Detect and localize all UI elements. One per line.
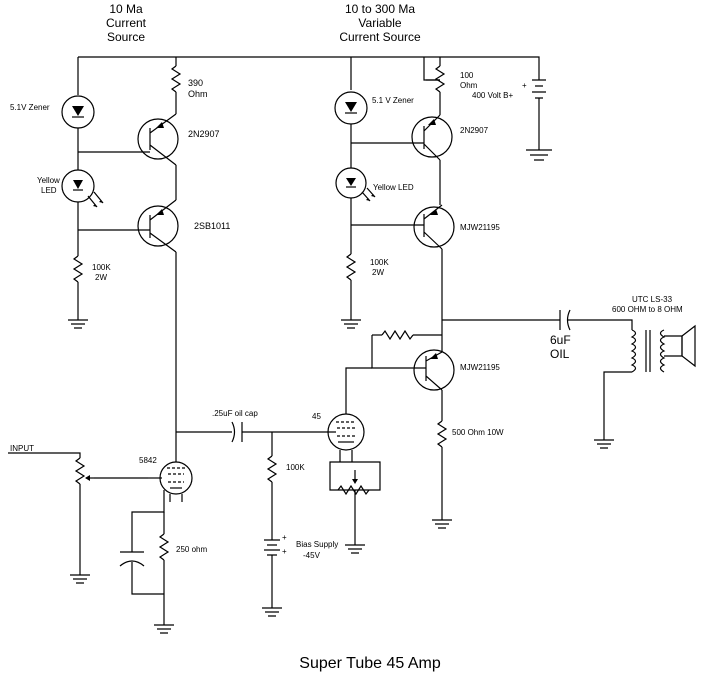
label-bias-plus-2: + [282,547,287,556]
resistor-250-ohm [158,533,170,561]
right-current-source: 100 Ohm 400 Volt B+ 5.1 V Zener 2N2907 Y… [334,57,513,352]
grid-bias-network: 100K + + Bias Supply -45V [262,432,338,617]
label-bplus-plus: + [522,81,527,90]
label-zener-left: 5.1V Zener [10,103,50,112]
b-plus-battery: + [522,79,546,150]
input-section: INPUT [8,444,148,584]
zener-diode-right [334,91,368,125]
label-6uf: 6uF [550,333,571,347]
cathode-bypass-capacitor [119,540,164,595]
header-left-line-3: Source [107,30,145,44]
resistor-390-ohm [170,65,182,93]
label-bias-plus-1: + [282,533,287,542]
coupling-capacitor: .25uF oil cap [176,409,336,443]
label-mjw-upper: MJW21195 [460,223,500,232]
left-current-source: 390 Ohm 5.1V Zener 2N2907 Yellow LED 2SB… [10,57,230,432]
label-100: 100 [460,71,474,80]
label-100k-right: 100K [370,258,389,267]
label-390: 390 [188,78,203,88]
output-capacitor: 6uF OIL [550,309,604,361]
ground-cathode [154,624,174,634]
label-mjw-lower: MJW21195 [460,363,500,372]
bias-battery [264,539,280,556]
label-oil: OIL [550,347,570,361]
header-left: 10 Ma Current Source [106,2,147,44]
header-right-line-3: Current Source [339,30,421,44]
label-led-left: LED [41,186,57,195]
label-yellow-left: Yellow [37,176,60,185]
tube-5842: 5842 [139,432,193,502]
label-input: INPUT [10,444,34,453]
label-250-ohm: 250 ohm [176,545,207,554]
top-rail-wire [78,56,540,80]
cathode-network: 250 ohm [119,490,207,634]
label-zener-right: 5.1 V Zener [372,96,414,105]
led-left [61,169,104,208]
label-390-ohm: Ohm [188,89,208,99]
label-oil-cap: .25uF oil cap [212,409,258,418]
resistor-100k-left [72,255,84,283]
ground-filament [345,544,365,554]
ground-bias [262,607,282,617]
label-100k-left: 100K [92,263,111,272]
header-left-line-1: 10 Ma [109,2,143,16]
label-bias-supply: Bias Supply [296,540,338,549]
label-45: 45 [312,412,321,421]
label-100-ohm: Ohm [460,81,478,90]
label-2w-right: 2W [372,268,384,277]
label-minus-45v: -45V [303,551,321,560]
potentiometer-100-ohm [426,65,446,93]
transistor-mjw21195-upper [413,204,455,250]
speaker-icon [664,324,696,368]
label-2w-left: 2W [95,273,107,282]
ground-input [70,574,90,584]
label-led-right: Yellow LED [373,183,414,192]
header-left-line-2: Current [106,16,147,30]
resistor-500-ohm [436,420,448,448]
input-volume-pot [74,457,94,485]
tube-45: 45 [312,367,372,462]
label-500-ohm: 500 Ohm 10W [452,428,504,437]
output-stage: MJW21195 500 Ohm 10W [371,319,560,529]
label-2sb1011: 2SB1011 [194,221,230,231]
transistor-mjw21195-lower [413,349,455,391]
label-100k-grid: 100K [286,463,305,472]
zener-diode-left [61,95,95,129]
label-2n2907-right: 2N2907 [460,126,489,135]
diagram-title: Super Tube 45 Amp [299,655,441,672]
resistor-100k-right [345,253,357,281]
label-utc-ls33: UTC LS-33 [632,295,673,304]
filament-hum-pot [329,461,381,545]
transistor-2n2907-left [136,113,179,166]
label-5842: 5842 [139,456,157,465]
resistor-100k-grid [266,455,278,483]
led-right [335,167,376,202]
header-right: 10 to 300 Ma Variable Current Source [339,2,421,44]
ground-left-source [68,319,88,329]
label-2n2907-left: 2N2907 [188,129,220,139]
header-right-line-2: Variable [358,16,401,30]
output-transformer: UTC LS-33 600 OHM to 8 OHM [603,295,683,440]
resistor-feedback [381,329,414,341]
ground-output [432,519,452,529]
ground-right-source [341,319,361,329]
header-right-line-1: 10 to 300 Ma [345,2,415,16]
label-600-to-8-ohm: 600 OHM to 8 OHM [612,305,683,314]
ground-transformer [594,439,614,449]
transistor-2sb1011 [136,199,179,253]
transistor-2n2907-right [411,114,453,161]
ground-b-plus [526,149,552,161]
label-b-plus: 400 Volt B+ [472,91,513,100]
